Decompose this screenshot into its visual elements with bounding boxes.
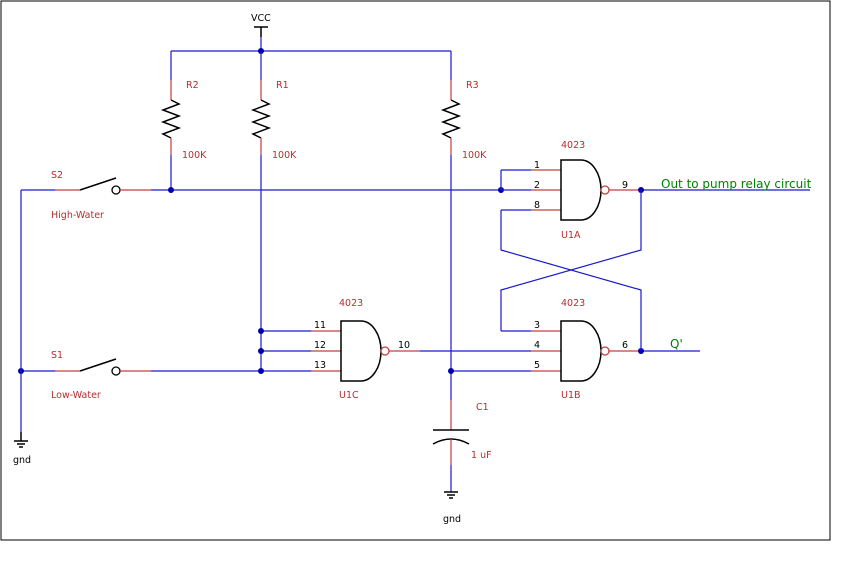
capacitor-c1: C1 1 uF [432, 400, 492, 492]
schematic-frame [0, 0, 831, 541]
switch-ref: S2 [51, 170, 63, 181]
nand-gate-u1c: 4023 U1C 11 12 13 10 [311, 298, 420, 401]
pin-number: 1 [534, 160, 540, 171]
resistor-ref: R3 [466, 80, 479, 91]
switch-s1: S1 Low-Water [21, 350, 151, 401]
pin-number: 4 [534, 340, 540, 351]
gate-ref: U1C [339, 390, 359, 401]
gate-ref: U1B [561, 390, 581, 401]
capacitor-value: 1 uF [471, 450, 492, 461]
gate-part: 4023 [561, 140, 585, 151]
resistor-value: 100K [462, 150, 487, 161]
pin-number: 2 [534, 180, 540, 191]
output-label: Out to pump relay circuit [661, 177, 812, 191]
junction-dot [258, 328, 264, 334]
junction-dot [258, 368, 264, 374]
pin-number: 8 [534, 200, 540, 211]
nand-gate-u1b: 4023 U1B 3 4 5 6 [531, 298, 641, 401]
ground-symbol-left: gnd [13, 432, 31, 466]
junction-dot [168, 187, 174, 193]
gate-part: 4023 [339, 298, 363, 309]
pin-number: 6 [622, 340, 628, 351]
pin-number: 12 [314, 340, 326, 351]
resistor-ref: R2 [186, 80, 199, 91]
resistor-value: 100K [182, 150, 207, 161]
resistor-r1: R1 100K [250, 51, 297, 371]
gate-part: 4023 [561, 298, 585, 309]
resistor-value: 100K [272, 150, 297, 161]
gnd-label: gnd [13, 455, 31, 466]
switch-name: High-Water [51, 210, 104, 221]
ground-symbol-cap: gnd [443, 491, 461, 525]
nand-gate-u1a: 4023 U1A 1 2 8 9 [531, 140, 641, 241]
vcc-symbol: VCC [251, 13, 271, 51]
pin-number: 9 [622, 180, 628, 191]
switch-s2: S2 High-Water [21, 170, 151, 221]
pin-number: 5 [534, 360, 540, 371]
vcc-label: VCC [251, 13, 271, 24]
switch-name: Low-Water [51, 390, 101, 401]
resistor-ref: R1 [276, 80, 289, 91]
gnd-label: gnd [443, 514, 461, 525]
capacitor-ref: C1 [476, 402, 489, 413]
switch-ref: S1 [51, 350, 63, 361]
junction-dot [448, 368, 454, 374]
gate-ref: U1A [561, 230, 581, 241]
feedback-crossover [500, 190, 642, 351]
pin-number: 11 [314, 320, 326, 331]
q-bar-label: Q' [670, 337, 683, 351]
pin-number: 13 [314, 360, 326, 371]
resistor-r3: R3 100K [440, 51, 487, 400]
resistor-r2: R2 100K [160, 51, 207, 190]
pin-number: 10 [398, 340, 410, 351]
junction-dot [258, 348, 264, 354]
pin-number: 3 [534, 320, 540, 331]
